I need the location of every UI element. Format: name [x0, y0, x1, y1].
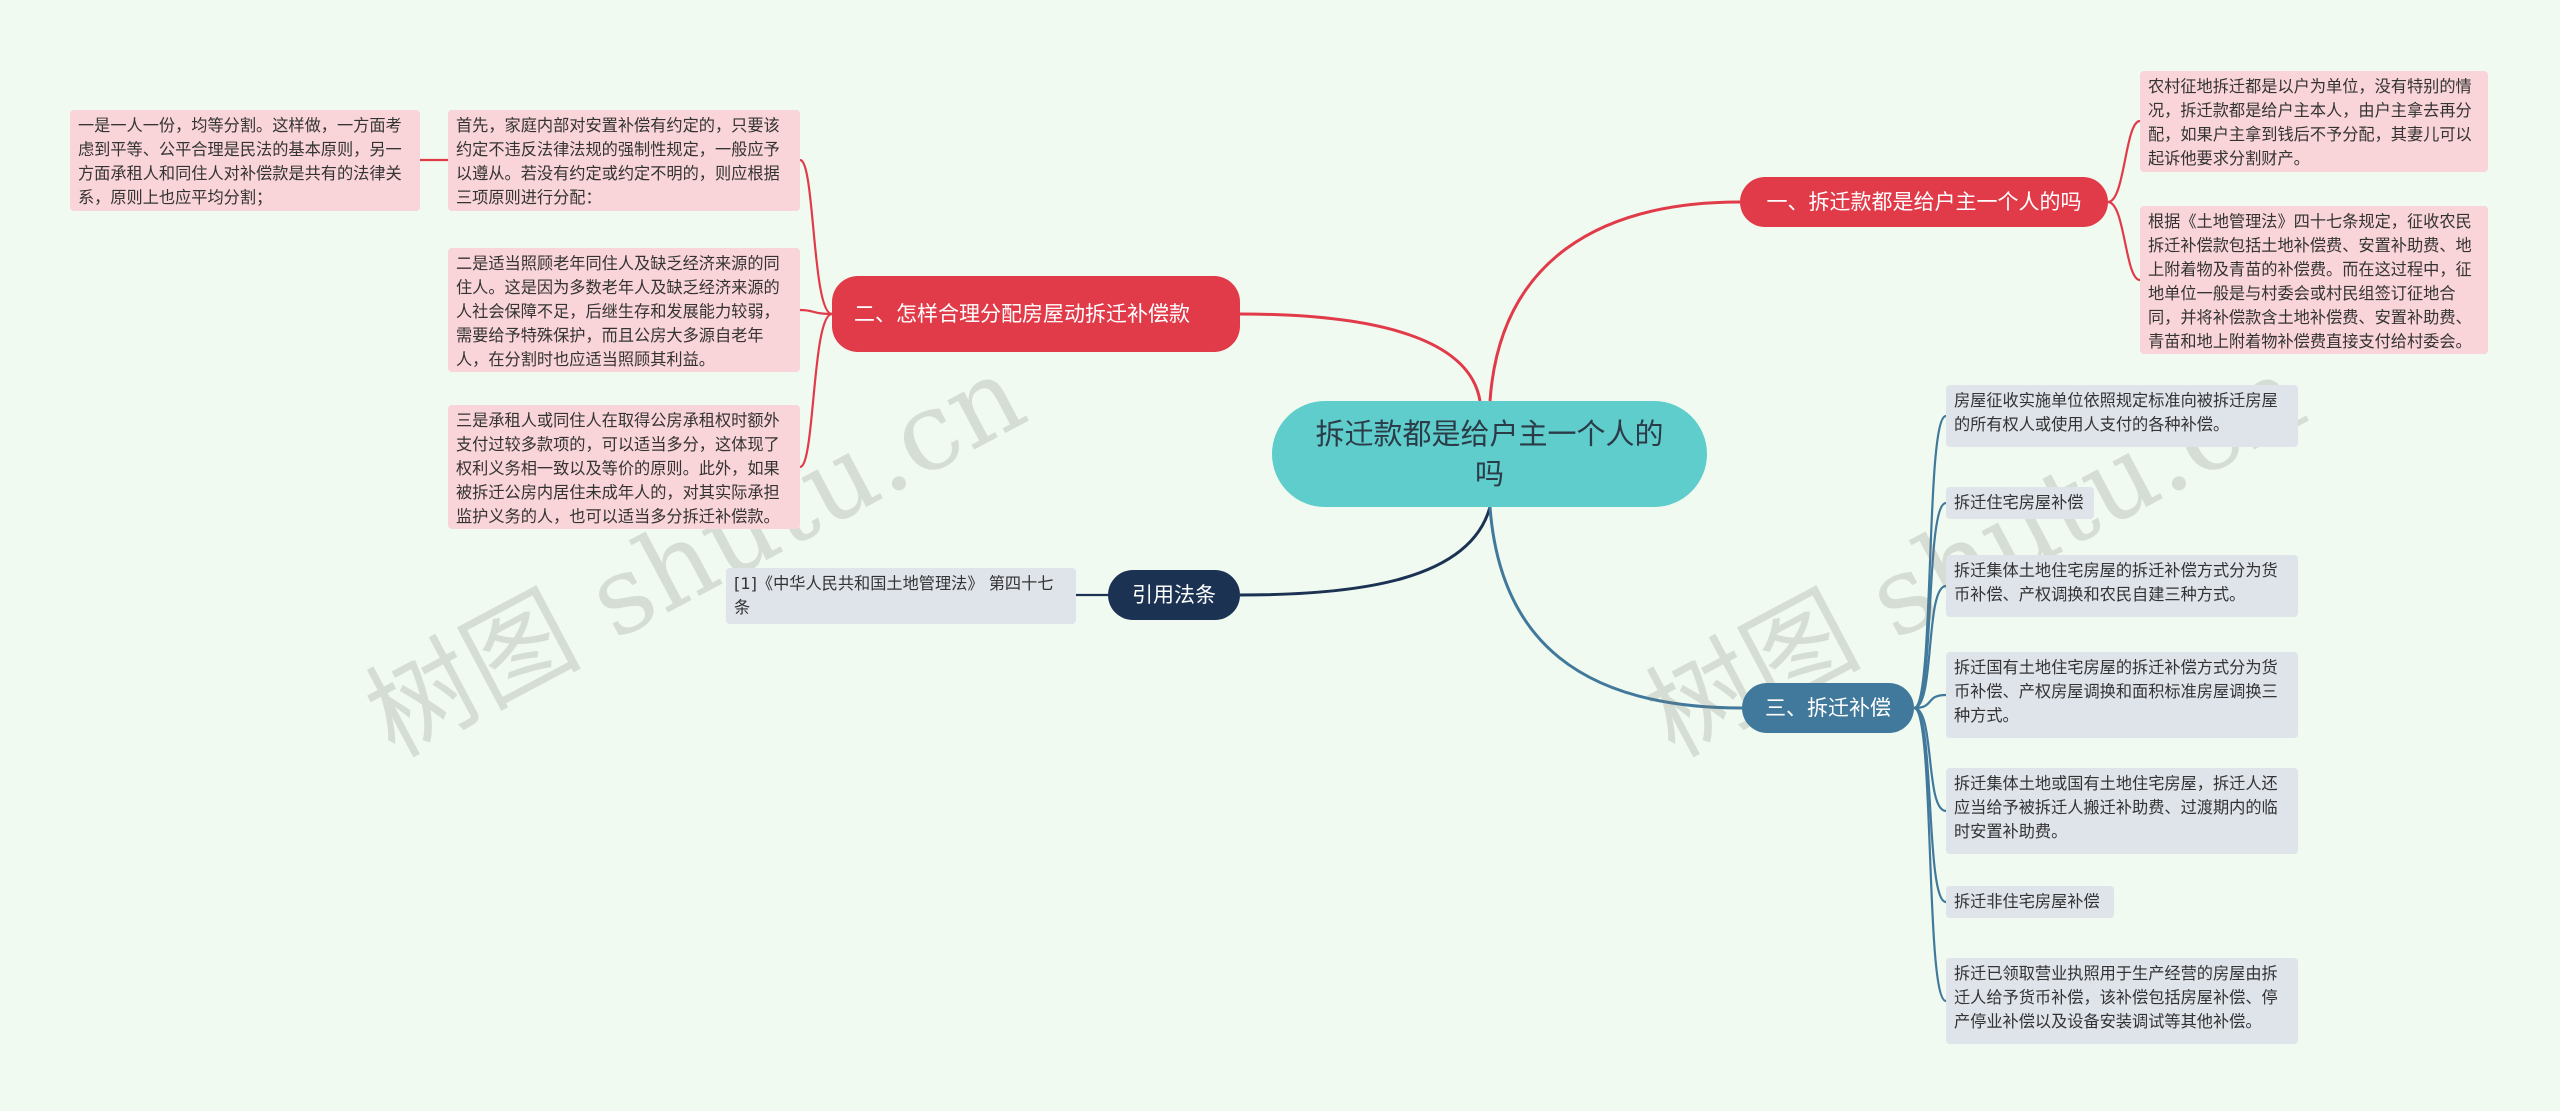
leaf-b2-1-1[interactable]: 一是一人一份，均等分割。这样做，一方面考虑到平等、公平合理是民法的基本原则，另一…: [70, 110, 420, 211]
branch-1-topic[interactable]: 一、拆迁款都是给户主一个人的吗: [1740, 177, 2108, 227]
link-center-b2: [1239, 312, 1482, 402]
central-topic[interactable]: 拆迁款都是给户主一个人的吗: [1272, 401, 1707, 507]
link-center-citation: [1239, 506, 1492, 597]
leaf-citation[interactable]: [1]《中华人民共和国土地管理法》 第四十七条: [726, 568, 1076, 624]
link-b3-leaf6: [1913, 706, 1947, 904]
leaf-b2-3[interactable]: 三是承租人或同住人在取得公房承租权时额外支付过较多款项的，可以适当多分，这体现了…: [448, 405, 800, 529]
leaf-b3-2[interactable]: 拆迁住宅房屋补偿: [1946, 487, 2094, 519]
branch-citation-topic[interactable]: 引用法条: [1108, 570, 1240, 620]
leaf-b3-1[interactable]: 房屋征收实施单位依照规定标准向被拆迁房屋的所有权人或使用人支付的各种补偿。: [1946, 385, 2298, 447]
link-b2-leaf1: [798, 158, 833, 316]
leaf-b1-1[interactable]: 农村征地拆迁都是以户为单位，没有特别的情况，拆迁款都是给户主本人，由户主拿去再分…: [2140, 71, 2488, 172]
link-b1-leaf1: [2107, 119, 2141, 204]
link-b3-leaf5: [1913, 706, 1947, 813]
leaf-b2-2[interactable]: 二是适当照顾老年同住人及缺乏经济来源的同住人。这是因为多数老年人及缺乏经济来源的…: [448, 248, 800, 372]
leaf-b3-3[interactable]: 拆迁集体土地住宅房屋的拆迁补偿方式分为货币补偿、产权调换和农民自建三种方式。: [1946, 555, 2298, 617]
leaf-b3-6[interactable]: 拆迁非住宅房屋补偿: [1946, 886, 2114, 918]
link-b3-leaf4: [1913, 693, 1947, 710]
link-b1-leaf2: [2107, 200, 2141, 282]
link-b3-leaf2: [1913, 501, 1947, 710]
link-b3-leaf1: [1912, 414, 1948, 710]
link-center-b3: [1488, 506, 1743, 710]
link-b2-leaf2: [799, 308, 833, 316]
leaf-b2-1[interactable]: 首先，家庭内部对安置补偿有约定的，只要该约定不违反法律法规的强制性规定，一般应予…: [448, 110, 800, 211]
leaf-b1-2[interactable]: 根据《土地管理法》四十七条规定，征收农民拆迁补偿款包括土地补偿费、安置补助费、地…: [2140, 206, 2488, 354]
link-b3-leaf3: [1913, 584, 1947, 710]
link-b3-leaf7: [1912, 706, 1948, 1003]
leaf-b3-4[interactable]: 拆迁国有土地住宅房屋的拆迁补偿方式分为货币补偿、产权房屋调换和面积标准房屋调换三…: [1946, 652, 2298, 738]
branch-2-topic[interactable]: 二、怎样合理分配房屋动拆迁补偿款: [832, 276, 1240, 352]
branch-3-topic[interactable]: 三、拆迁补偿: [1742, 683, 1914, 733]
link-b2-leaf3: [798, 312, 833, 469]
leaf-b3-7[interactable]: 拆迁已领取营业执照用于生产经营的房屋由拆迁人给予货币补偿，该补偿包括房屋补偿、停…: [1946, 958, 2298, 1044]
link-center-b1: [1488, 200, 1741, 402]
leaf-b3-5[interactable]: 拆迁集体土地或国有土地住宅房屋，拆迁人还应当给予被拆迁人搬迁补助费、过渡期内的临…: [1946, 768, 2298, 854]
